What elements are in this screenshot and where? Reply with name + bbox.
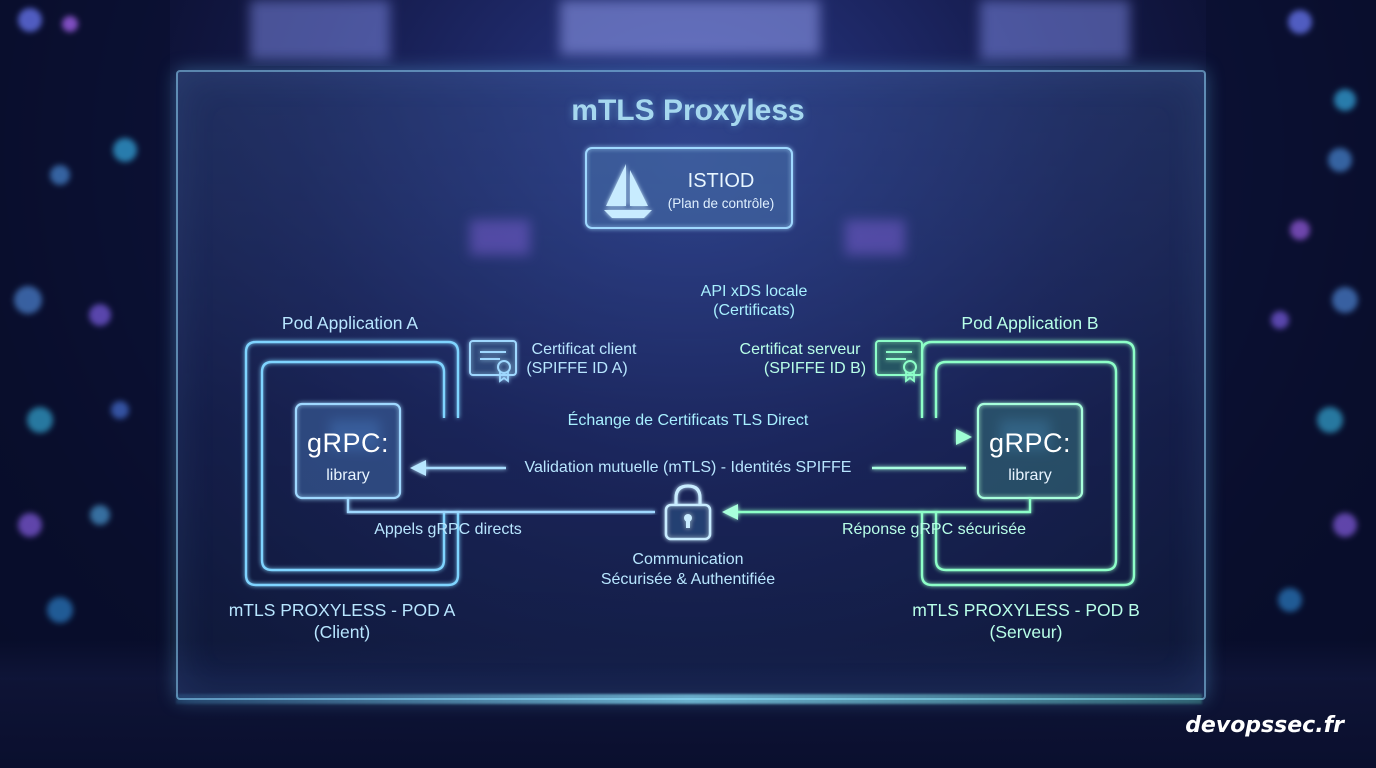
pod-b-footer-line1: mTLS PROXYLESS - POD B	[912, 600, 1140, 620]
pod-a-heading: Pod Application A	[281, 313, 419, 333]
pod-a-frame	[244, 340, 460, 587]
pod-a-grpc-label: gRPC:	[306, 428, 390, 458]
certificate-icon	[875, 340, 923, 383]
pod-b-cert-line1: Certificat serveur	[739, 341, 861, 358]
sailboat-icon	[604, 164, 652, 218]
pod-b-cert-line2: (SPIFFE ID B)	[763, 360, 867, 377]
response-arrow	[722, 498, 1032, 520]
pod-a-footer-line1: mTLS PROXYLESS - POD A	[228, 600, 456, 620]
floor	[0, 640, 1376, 768]
xds-label-line2: (Certificats)	[713, 302, 795, 319]
exchange-label: Échange de Certificats TLS Direct	[567, 412, 809, 429]
istiod-box	[585, 147, 793, 229]
pod-b-frame	[920, 340, 1136, 587]
validation-arrow	[410, 460, 966, 476]
pod-b-library-label: library	[1008, 467, 1052, 484]
pod-a-footer-line2: (Client)	[313, 622, 371, 642]
pod-a-cert-line1: Certificat client	[531, 341, 637, 358]
pod-b-footer-line2: (Serveur)	[989, 622, 1063, 642]
pod-a-cert-line2: (SPIFFE ID A)	[526, 360, 628, 377]
istiod-subtitle: (Plan de contrôle)	[667, 196, 775, 211]
watermark-logo: devopssec.fr	[1185, 713, 1344, 738]
xds-label-line1: API xDS locale	[700, 283, 808, 300]
calls-line	[346, 498, 655, 514]
glass-panel-base-glow	[176, 694, 1202, 704]
istiod-name: ISTIOD	[687, 170, 755, 192]
pod-a-library-label: library	[326, 467, 370, 484]
validation-label: Validation mutuelle (mTLS) - Identités S…	[524, 459, 852, 476]
pod-b-grpc-label: gRPC:	[988, 428, 1072, 458]
pod-b-heading: Pod Application B	[961, 313, 1099, 333]
response-label: Réponse gRPC sécurisée	[841, 521, 1027, 538]
lock-icon	[664, 484, 712, 541]
secure-label-line1: Communication	[632, 551, 744, 568]
secure-label-line2: Sécurisée & Authentifiée	[600, 571, 776, 588]
certificate-icon	[469, 340, 517, 383]
calls-label: Appels gRPC directs	[374, 521, 522, 538]
exchange-arrow	[408, 429, 972, 445]
diagram-title: mTLS Proxyless	[571, 94, 805, 127]
